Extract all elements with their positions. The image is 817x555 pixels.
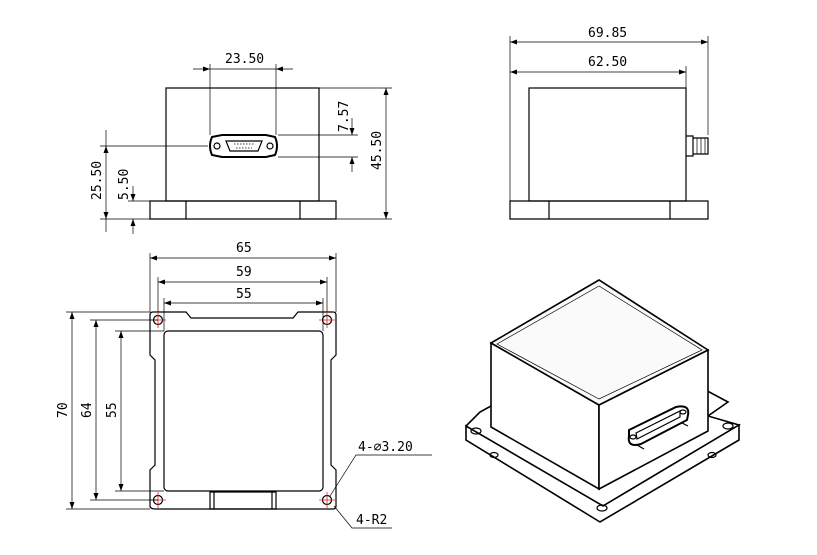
top-view: 65 59 55 70 64 55 4-∅3.20 4-R2 — [56, 241, 432, 529]
iso-hole-front — [596, 504, 608, 512]
dim-overall-length: 70 — [56, 402, 71, 418]
dim-body-length-side: 62.50 — [588, 55, 627, 70]
dim-base-thickness: 5.50 — [117, 169, 132, 200]
iso-cube-top-face — [489, 279, 710, 406]
top-body-outline — [163, 330, 324, 492]
dim-total-height: 45.50 — [370, 131, 385, 170]
dim-overall-width: 65 — [236, 241, 252, 256]
connector-icon — [209, 134, 278, 158]
iso-notch-left — [489, 451, 499, 459]
dim-hole-pitch-x: 59 — [236, 265, 252, 280]
iso-hole-left — [470, 427, 482, 435]
dim-connector-width: 23.50 — [225, 52, 264, 67]
front-view: 23.50 7.57 45.50 25.50 5.50 — [90, 52, 392, 234]
dim-body-length: 55 — [105, 402, 120, 418]
side-base-flange — [509, 200, 709, 220]
front-body — [165, 87, 320, 202]
mounting-hole-br — [319, 492, 335, 508]
side-connector-icon — [686, 135, 709, 157]
iso-notch-right — [707, 451, 717, 459]
iso-hole-right — [722, 422, 734, 430]
top-flange-outline — [149, 311, 337, 510]
dim-hole-pitch-y: 64 — [80, 402, 95, 418]
iso-cube-top-fillet — [496, 285, 703, 400]
isometric-view — [464, 279, 741, 523]
top-connector-outline — [209, 491, 277, 510]
iso-connector-icon — [627, 405, 690, 450]
mounting-hole-tr — [319, 312, 335, 328]
side-view: 69.85 62.50 — [509, 26, 709, 220]
dim-overall-length-side: 69.85 — [588, 26, 627, 41]
dim-connector-height: 7.57 — [337, 101, 352, 132]
dim-connector-center-height: 25.50 — [90, 161, 105, 200]
side-body — [528, 87, 687, 202]
dim-body-width: 55 — [236, 287, 252, 302]
hole-callout: 4-∅3.20 — [358, 440, 413, 455]
front-base-flange — [149, 200, 337, 220]
iso-base-edge — [465, 423, 740, 523]
corner-radius-callout: 4-R2 — [356, 513, 387, 528]
